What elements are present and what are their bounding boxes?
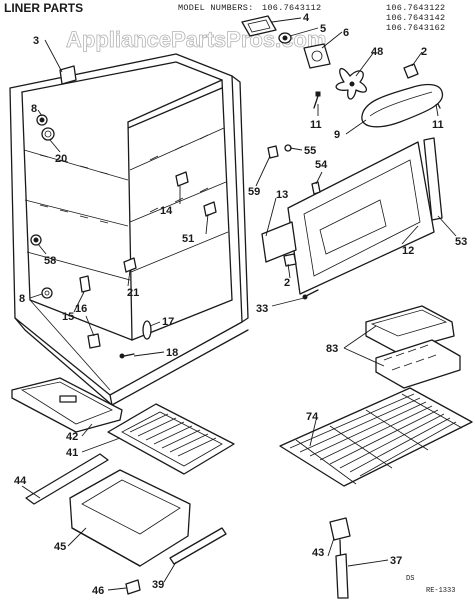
callout-11-left: 11	[310, 119, 322, 131]
model-numbers-label: MODEL NUMBERS:	[178, 3, 254, 13]
callout-8-upper: 8	[31, 103, 37, 115]
callout-46: 46	[92, 585, 104, 597]
callout-44: 44	[14, 475, 27, 487]
callout-55: 55	[304, 145, 316, 157]
callout-16: 16	[75, 303, 87, 315]
callouts: 3 4 5 6 48 2 11 11 9 8 20 55 54 59 13 14…	[14, 12, 467, 597]
thermostat-knob	[329, 517, 351, 599]
callout-6: 6	[343, 27, 349, 39]
footer-code: RE-1333	[426, 587, 455, 595]
callout-12: 12	[402, 245, 414, 257]
model-number-3: 106.7643142	[386, 13, 445, 23]
callout-54: 54	[315, 159, 328, 171]
wire-shelf	[279, 387, 473, 487]
callout-58: 58	[44, 255, 56, 267]
callout-4: 4	[303, 12, 310, 24]
callout-2-upper: 2	[421, 46, 427, 58]
callout-53: 53	[455, 236, 467, 248]
callout-39: 39	[152, 579, 164, 591]
freezer-shelves	[11, 377, 235, 595]
model-number-2: 106.7643122	[386, 3, 445, 13]
callout-48: 48	[371, 46, 383, 58]
callout-43: 43	[312, 547, 324, 559]
callout-11-right: 11	[432, 119, 444, 131]
callout-74: 74	[306, 411, 319, 423]
cabinet-hardware	[30, 114, 217, 359]
callout-8-lower: 8	[19, 293, 25, 305]
callout-3: 3	[33, 35, 39, 47]
callout-18: 18	[166, 347, 178, 359]
fan-assembly	[241, 15, 367, 100]
callout-21: 21	[127, 287, 139, 299]
callout-59: 59	[248, 186, 260, 198]
callout-14: 14	[160, 205, 173, 217]
callout-51: 51	[182, 233, 194, 245]
ice-tray-assembly	[365, 305, 461, 389]
callout-37: 37	[390, 555, 402, 567]
callout-41: 41	[66, 447, 78, 459]
cabinet-liner	[9, 53, 249, 406]
callout-15: 15	[62, 311, 74, 323]
callout-5: 5	[320, 23, 326, 35]
callout-17: 17	[162, 316, 174, 328]
model-number-1: 106.7643112	[262, 3, 321, 13]
control-panel	[261, 137, 443, 300]
callout-45: 45	[54, 541, 66, 553]
callout-83: 83	[326, 343, 338, 355]
leader-lines	[21, 17, 457, 591]
diagram-title: LINER PARTS	[4, 1, 83, 15]
callout-20: 20	[55, 153, 67, 165]
footer-ds: DS	[406, 575, 414, 583]
callout-13: 13	[276, 189, 288, 201]
callout-9: 9	[334, 129, 340, 141]
callout-2-lower: 2	[284, 277, 290, 289]
model-number-4: 106.7643162	[386, 23, 445, 33]
callout-42: 42	[66, 431, 78, 443]
callout-33: 33	[256, 303, 268, 315]
air-duct-cover	[313, 63, 444, 128]
